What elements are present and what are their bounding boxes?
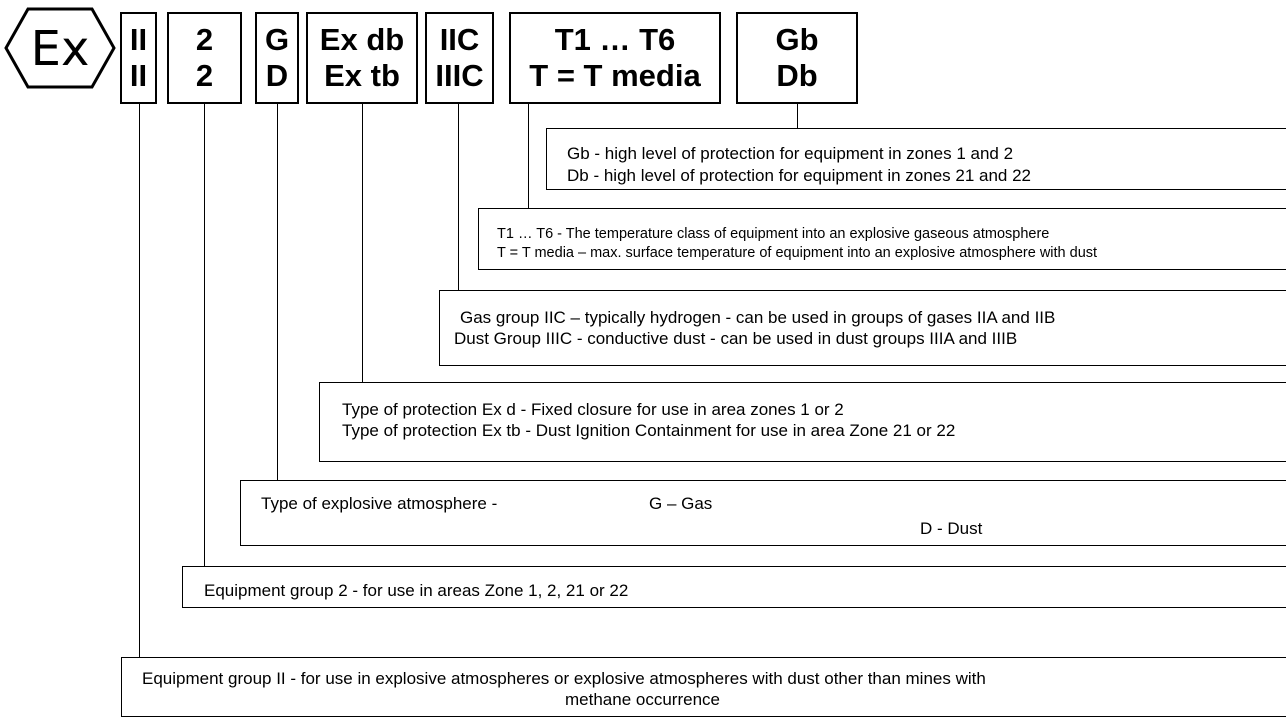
marking-box-equipment-group: II II [120,12,157,104]
description-gas: G – Gas [649,494,713,513]
description-line: Gas group IIC – typically hydrogen - can… [460,308,1056,327]
marking-text-bottom: 2 [195,58,214,93]
description-line: Equipment group II - for use in explosiv… [142,669,986,688]
description-line: Type of protection Ex tb - Dust Ignition… [342,421,956,440]
description-box-temperature: T1 … T6 - The temperature class of equip… [478,208,1286,270]
connector-line-epl [797,104,798,128]
marking-text-bottom: Ex tb [324,58,400,93]
description-line: T = T media – max. surface temperature o… [497,245,1098,261]
marking-box-atmosphere: G D [255,12,299,104]
description-box-group: Gas group IIC – typically hydrogen - can… [439,290,1286,366]
description-box-category: Equipment group 2 - for use in areas Zon… [182,566,1286,608]
marking-box-epl: Gb Db [736,12,858,104]
description-box-atmosphere: Type of explosive atmosphere - G – Gas D… [240,480,1286,546]
connector-line-protection [362,104,363,382]
connector-line-group [458,104,459,290]
marking-box-category: 2 2 [167,12,242,104]
description-line: Dust Group IIIC - conductive dust - can … [454,329,1018,348]
connector-line-category [204,104,205,566]
description-line: Type of protection Ex d - Fixed closure … [342,400,844,419]
ex-hexagon-logo: Ex [4,7,116,89]
description-line: Gb - high level of protection for equipm… [567,144,1014,163]
marking-text-top: G [264,22,290,57]
connector-line-temperature [528,104,529,208]
marking-text-top: Ex db [319,22,405,57]
description-box-equipment-group: Equipment group II - for use in explosiv… [121,657,1286,717]
marking-text-bottom: IIIC [435,58,484,93]
marking-text-top: II [129,22,148,57]
marking-text-bottom: Db [776,58,818,93]
ex-logo-text: Ex [31,21,90,77]
marking-text-bottom: D [265,58,289,93]
marking-box-group: IIC IIIC [425,12,494,104]
marking-text-top: 2 [195,22,214,57]
marking-text-top: Gb [775,22,819,57]
description-line: methane occurrence [565,690,720,709]
description-line: Db - high level of protection for equipm… [567,166,1032,185]
marking-text-bottom: T = T media [529,58,701,93]
description-line: T1 … T6 - The temperature class of equip… [497,226,1050,242]
description-line: Type of explosive atmosphere - [261,494,498,513]
marking-text-top: IIC [439,22,480,57]
description-line: Equipment group 2 - for use in areas Zon… [204,581,629,600]
description-box-protection: Type of protection Ex d - Fixed closure … [319,382,1286,462]
description-box-epl: Gb - high level of protection for equipm… [546,128,1286,190]
description-dust: D - Dust [920,519,983,538]
marking-text-top: T1 … T6 [554,22,676,57]
marking-text-bottom: II [129,58,148,93]
connector-line-atmosphere [277,104,278,480]
marking-box-protection: Ex db Ex tb [306,12,418,104]
connector-line-equipment-group [139,104,140,657]
marking-box-temperature: T1 … T6 T = T media [509,12,721,104]
